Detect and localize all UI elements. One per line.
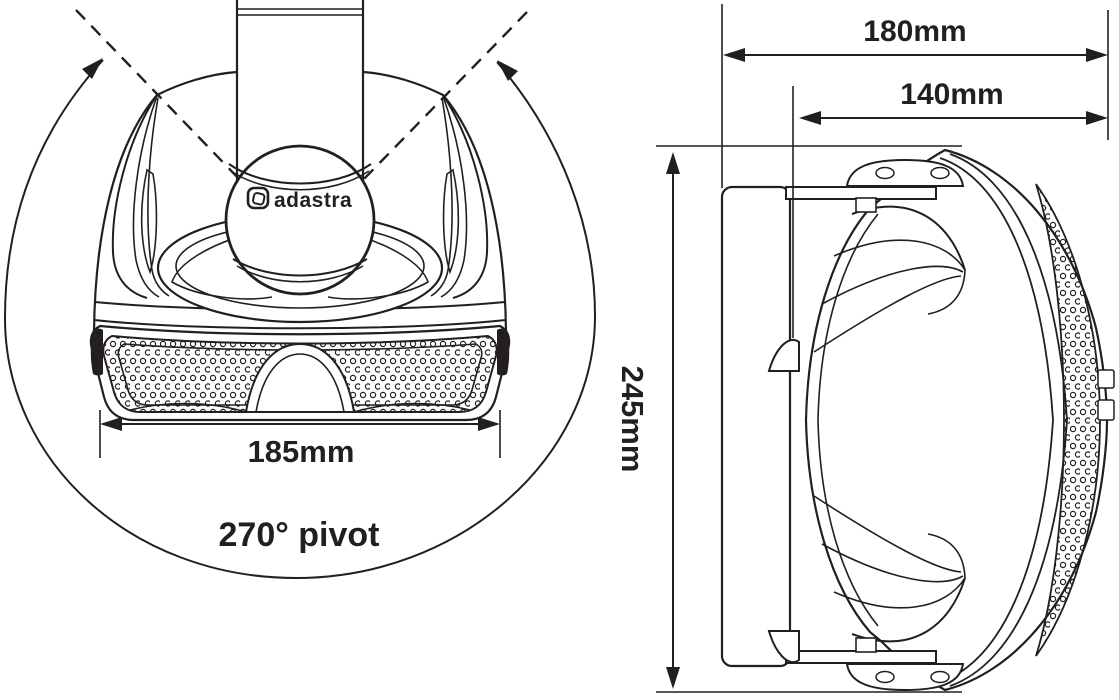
side-view: 180mm 140mm 245mm <box>615 4 1115 693</box>
speaker-body-side <box>804 148 1109 692</box>
adastra-logo-icon <box>246 186 270 210</box>
pivot-range-dashed-lines <box>75 9 528 183</box>
ball-joint: adastra <box>224 144 376 296</box>
thumb-knob-top <box>845 158 965 187</box>
dimension-depth-180: 180mm <box>721 4 1109 188</box>
dimension-width-185: 185mm <box>99 410 501 469</box>
pivot-arc-arrowhead-left <box>82 58 103 79</box>
bracket-arm-bottom <box>767 630 965 692</box>
grille-clip-lower <box>1097 399 1115 421</box>
grille-side-cap-right <box>497 328 510 376</box>
pivot-range-label: 270° pivot <box>219 516 380 554</box>
grille-clip-upper <box>1097 369 1115 389</box>
bracket-fin-bottom <box>767 630 800 663</box>
left-wing-moulding <box>111 94 170 299</box>
thumb-knob-bottom <box>845 663 965 692</box>
pivot-dashed-line-right <box>360 11 528 183</box>
wall-bracket-plate <box>720 185 792 668</box>
dimension-bracket-depth-140: 140mm <box>792 78 1108 338</box>
dimension-height-245: 245mm <box>615 145 962 693</box>
front-view: adastra 185mm 270° pivot <box>3 0 597 580</box>
adastra-logo: adastra <box>246 186 352 212</box>
tweeter-arch <box>244 342 356 413</box>
speaker-grille-front <box>90 328 510 413</box>
depth-dimension-label: 180mm <box>863 15 966 48</box>
grille-side-cap-left <box>90 328 103 376</box>
bracket-fin-top <box>767 339 800 372</box>
side-moulding-upper <box>813 205 966 353</box>
adastra-logo-text: adastra <box>274 189 352 212</box>
pivot-arc-arrowhead-right <box>497 60 518 81</box>
bracket-arm-top <box>767 158 965 372</box>
right-wing-moulding <box>430 94 489 299</box>
speaker-grille-side <box>1035 183 1115 657</box>
front-bezel-line-inner <box>939 157 1054 683</box>
height-dimension-label: 245mm <box>615 366 650 473</box>
pivot-dashed-line-left <box>75 9 243 183</box>
bracket-depth-dimension-label: 140mm <box>900 78 1003 111</box>
pivot-arc <box>3 58 597 580</box>
width-dimension-label: 185mm <box>248 434 355 469</box>
